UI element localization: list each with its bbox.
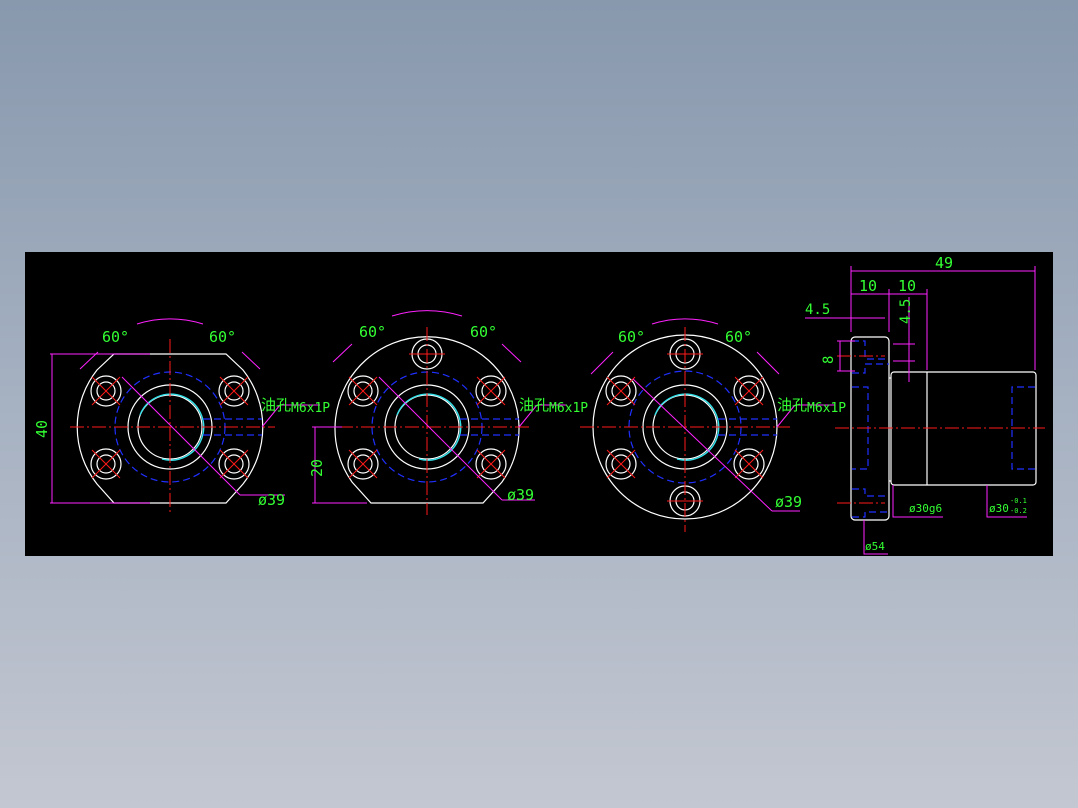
view2-pcd: ø39	[507, 486, 534, 504]
cad-drawing: 60° 60° 40 油孔 M6x1P ø39	[33, 254, 1045, 555]
view1-pcd: ø39	[258, 491, 285, 509]
flange-outline	[76, 353, 264, 504]
pcd-leader	[378, 376, 503, 501]
view1-angle-right: 60°	[209, 328, 236, 346]
view2-angle-left: 60°	[359, 323, 386, 341]
view3-angle-left: 60°	[618, 328, 645, 346]
thread-arc	[396, 393, 462, 461]
oil-hole-hidden	[718, 418, 777, 436]
pcd-leader	[121, 376, 241, 496]
side-pilot-dia: ø30g6	[909, 502, 942, 515]
angle-arc-top	[651, 318, 719, 325]
pcd-leader	[632, 378, 773, 512]
angle-arc-top	[136, 318, 204, 325]
side-flange-dia: ø54	[865, 540, 885, 553]
bolt-holes	[90, 375, 250, 480]
view2-oil-hole-label: 油孔	[519, 396, 549, 414]
side-counterbore: 8	[821, 356, 837, 364]
flange-view-3	[580, 318, 835, 532]
flange-dia-leader	[863, 520, 888, 555]
side-view	[805, 266, 1045, 555]
thread-arc	[139, 393, 205, 461]
view3-pcd: ø39	[775, 493, 802, 511]
hidden-lines	[852, 340, 1035, 518]
side-body-dia: ø30	[989, 502, 1009, 515]
body-dia-leader	[986, 485, 1027, 518]
view2-oil-hole-thread: M6x1P	[549, 401, 588, 416]
side-oil-offset: 4.5	[898, 299, 914, 324]
view1-oil-hole-thread: M6x1P	[291, 401, 330, 416]
view1-oil-hole-label: 油孔	[261, 396, 291, 414]
view3-oil-hole-thread: M6x1P	[807, 401, 846, 416]
side-overall-length: 49	[935, 254, 953, 272]
oil-hole-hidden	[460, 418, 519, 436]
drawing-canvas[interactable]: 60° 60° 40 油孔 M6x1P ø39	[25, 252, 1053, 556]
pilot-dia-leader	[892, 485, 943, 518]
side-step-width: 10	[898, 277, 916, 295]
oil-hole-hidden	[203, 418, 262, 436]
view2-angle-right: 60°	[470, 323, 497, 341]
view3-angle-right: 60°	[725, 328, 752, 346]
angle-arc-top	[391, 310, 463, 317]
view3-oil-hole-label: 油孔	[777, 396, 807, 414]
view2-half-height-dim: 20	[308, 459, 326, 477]
side-hole-offset: 4.5	[805, 302, 830, 318]
side-body-tol-upper: -0.1	[1010, 497, 1027, 505]
flange-view-2	[312, 310, 567, 515]
view1-height-dim: 40	[33, 420, 51, 438]
side-body-tol-lower: -0.2	[1010, 507, 1027, 515]
thread-arc	[654, 393, 720, 461]
flange-view-1	[50, 318, 320, 515]
view1-angle-left: 60°	[102, 328, 129, 346]
side-flange-width: 10	[859, 277, 877, 295]
